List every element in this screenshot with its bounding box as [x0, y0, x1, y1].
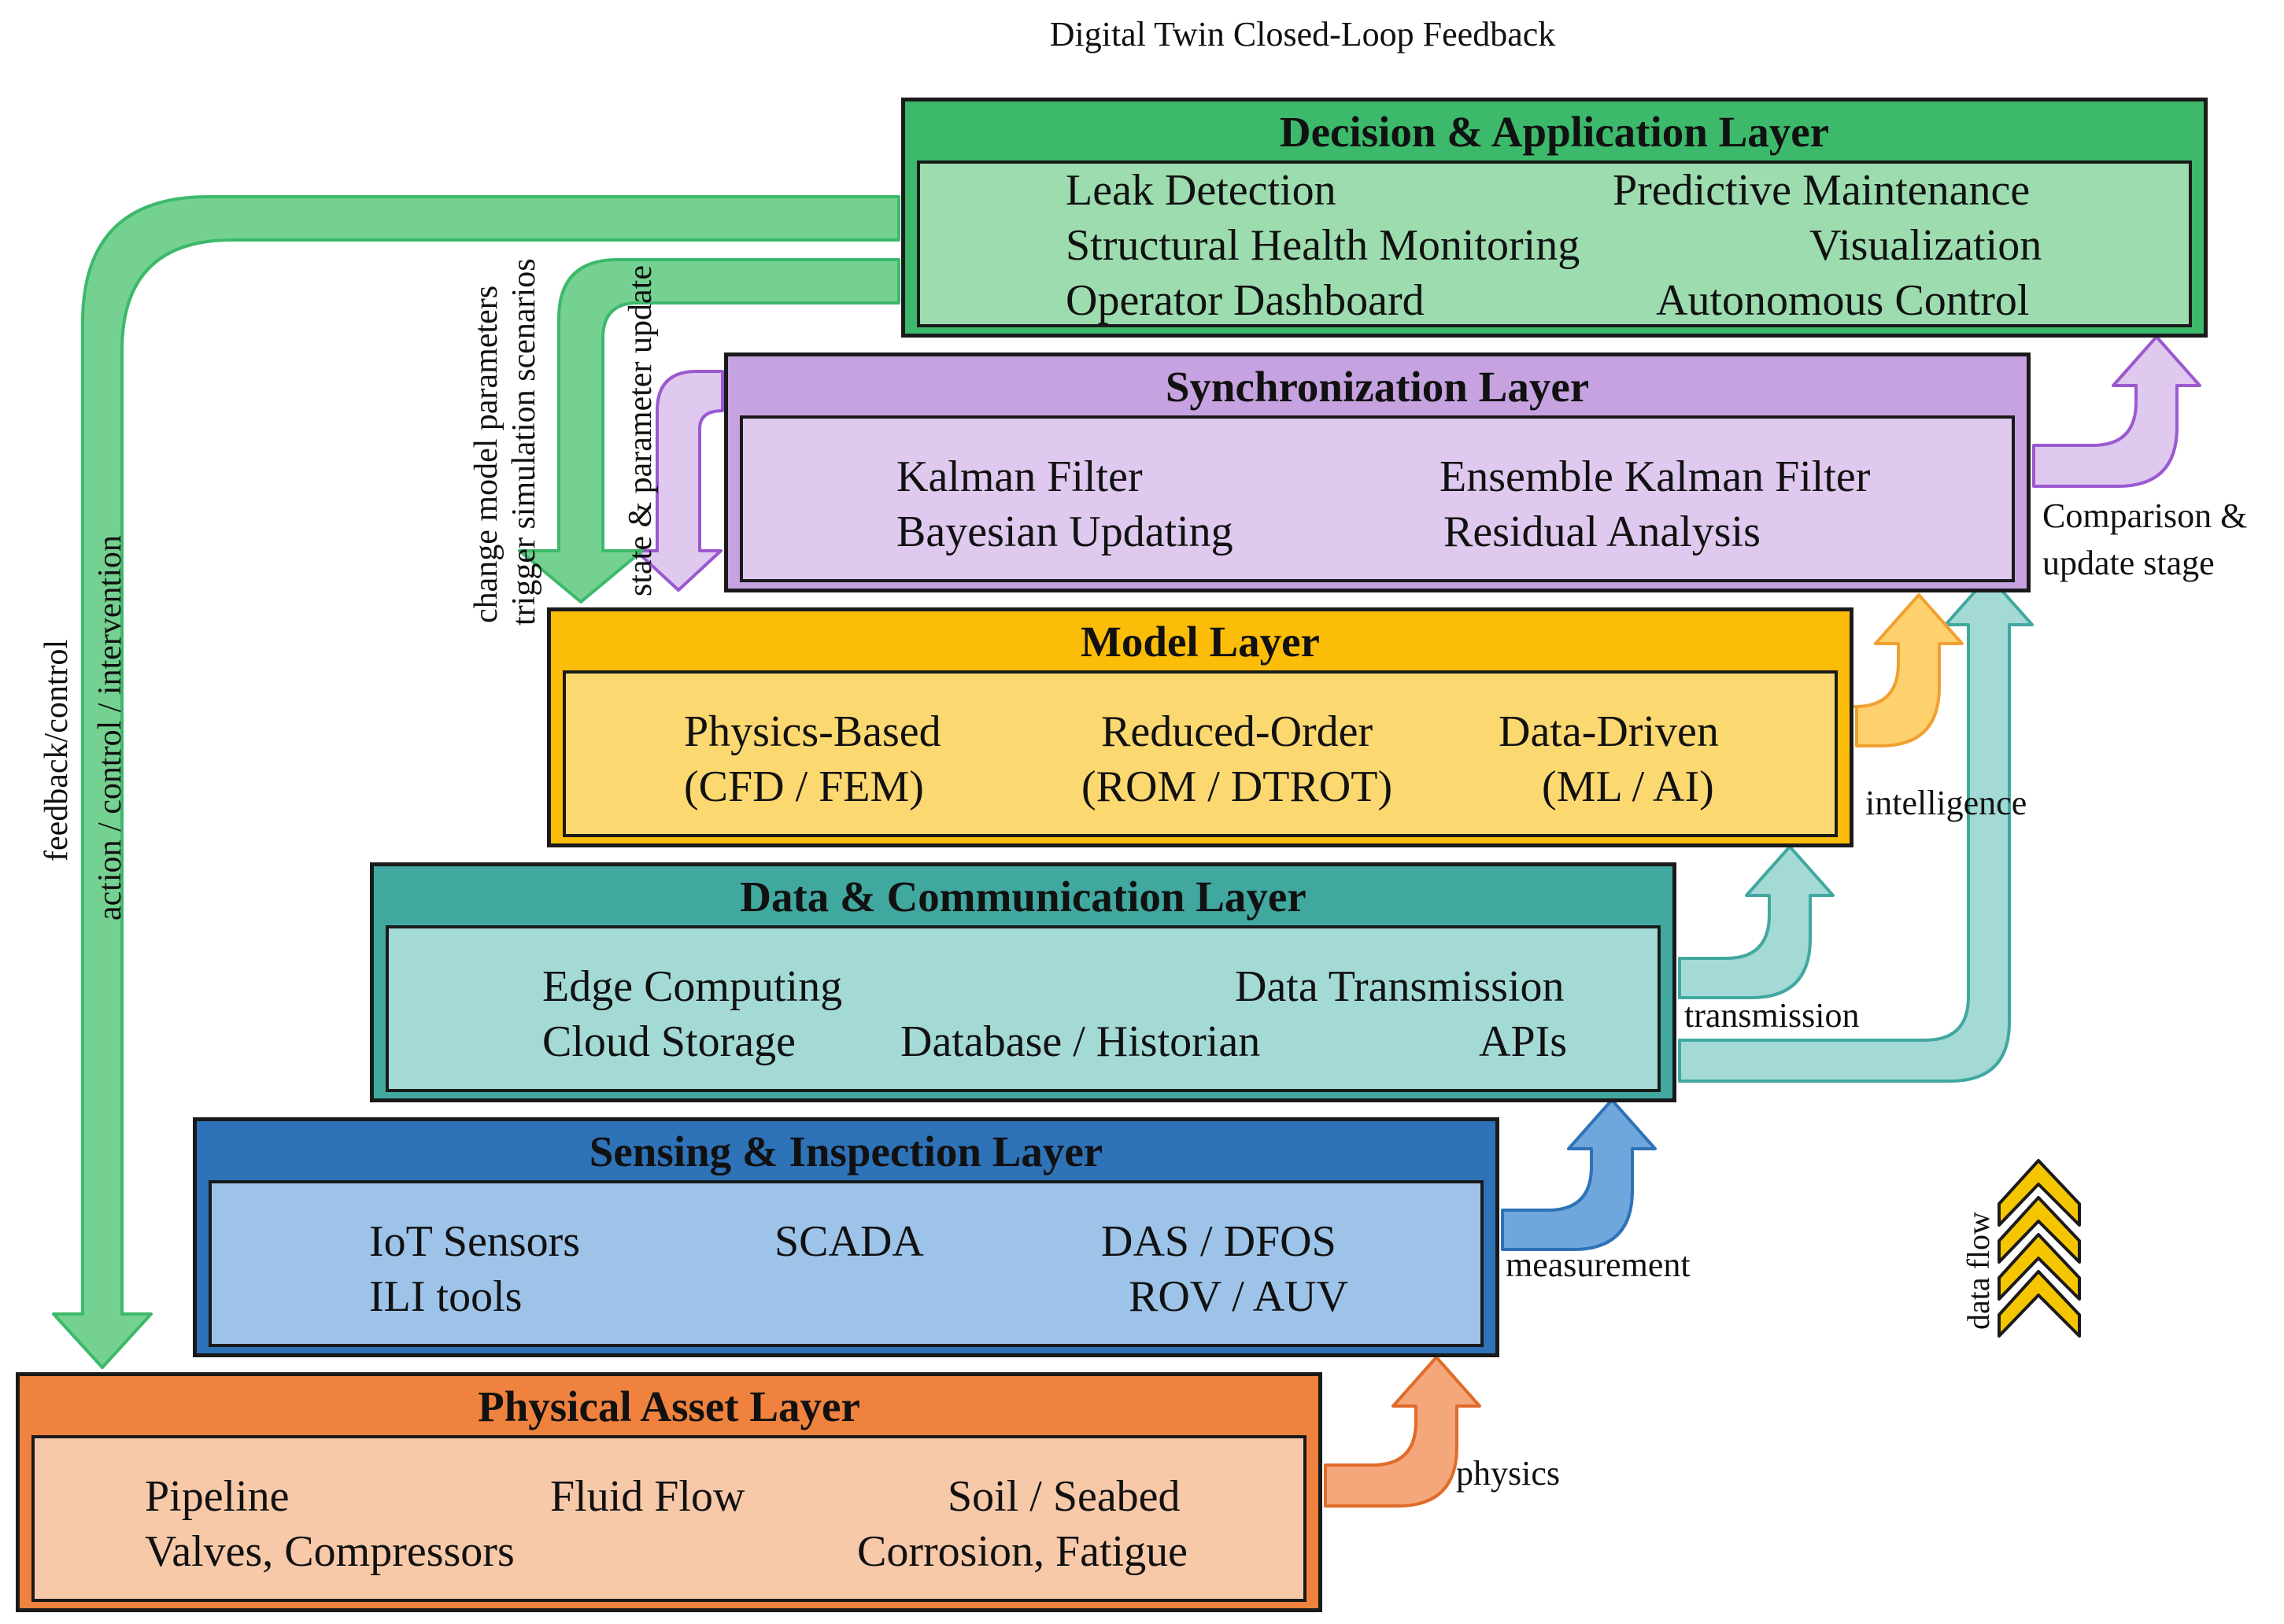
model-layer-body: Physics-Based (CFD / FEM) Reduced-Order … — [563, 670, 1838, 837]
item-reduced-order: Reduced-Order — [1101, 707, 1373, 756]
item-rom-dtrot: (ROM / DTROT) — [1081, 762, 1393, 811]
item-bayesian-updating: Bayesian Updating — [896, 507, 1233, 556]
sensing-inspection-layer-title: Sensing & Inspection Layer — [589, 1128, 1103, 1176]
item-kalman-filter: Kalman Filter — [896, 452, 1143, 501]
item-visualization: Visualization — [1809, 221, 2042, 270]
label-transmission: transmission — [1684, 996, 1860, 1035]
item-cfd-fem: (CFD / FEM) — [684, 762, 924, 811]
item-pipeline: Pipeline — [145, 1472, 290, 1521]
data-flow-chevron — [1998, 1159, 2081, 1227]
item-residual-analysis: Residual Analysis — [1443, 507, 1761, 556]
arrow-measurement — [1501, 1098, 1657, 1251]
label-intelligence: intelligence — [1865, 784, 2027, 822]
item-autonomous-control: Autonomous Control — [1656, 276, 2030, 325]
item-data-transmission: Data Transmission — [1235, 962, 1565, 1011]
item-ensemble-kalman-filter: Ensemble Kalman Filter — [1440, 452, 1871, 501]
item-physics-based: Physics-Based — [684, 707, 941, 756]
arrow-physics — [1324, 1356, 1481, 1508]
data-flow-chevron — [1998, 1270, 2081, 1338]
arrow-feedback-action — [52, 195, 900, 1369]
item-database-historian: Database / Historian — [900, 1017, 1261, 1066]
item-edge-computing: Edge Computing — [542, 962, 843, 1011]
data-communication-layer-title: Data & Communication Layer — [740, 873, 1306, 921]
arrow-comparison — [2032, 335, 2201, 488]
item-ili-tools: ILI tools — [369, 1272, 523, 1321]
diagram-title: Digital Twin Closed-Loop Feedback — [1049, 15, 1556, 54]
label-measurement: measurement — [1506, 1246, 1691, 1284]
item-fluid-flow: Fluid Flow — [550, 1472, 745, 1521]
synchronization-layer-body: Kalman Filter Ensemble Kalman Filter Bay… — [740, 415, 2015, 582]
arrow-change-parameters — [518, 258, 900, 603]
item-valves-compressors: Valves, Compressors — [145, 1527, 515, 1576]
item-scada: SCADA — [774, 1217, 924, 1266]
item-data-driven: Data-Driven — [1499, 707, 1719, 756]
item-leak-detection: Leak Detection — [1066, 166, 1336, 215]
item-das-dfos: DAS / DFOS — [1101, 1217, 1336, 1266]
model-layer-title: Model Layer — [1081, 618, 1320, 666]
decision-layer-title: Decision & Application Layer — [1279, 108, 1830, 156]
arrow-transmission-sync — [1678, 574, 2034, 1083]
data-communication-layer-body: Edge Computing Data Transmission Cloud S… — [386, 925, 1661, 1092]
arrow-transmission-model — [1678, 845, 1835, 999]
label-physics: physics — [1456, 1454, 1560, 1493]
item-iot-sensors: IoT Sensors — [369, 1217, 581, 1266]
decision-layer: Decision & Application Layer Leak Detect… — [901, 98, 2208, 338]
data-flow-chevron — [1998, 1196, 2081, 1264]
physical-asset-layer-body: Pipeline Fluid Flow Soil / Seabed Valves… — [31, 1435, 1306, 1602]
model-layer: Model Layer Physics-Based (CFD / FEM) Re… — [547, 607, 1853, 847]
item-apis: APIs — [1479, 1017, 1568, 1066]
label-data-flow: data flow — [1961, 1212, 1996, 1330]
item-predictive-maintenance: Predictive Maintenance — [1613, 166, 2031, 215]
data-communication-layer: Data & Communication Layer Edge Computin… — [370, 862, 1676, 1102]
item-ml-ai: (ML / AI) — [1542, 762, 1714, 811]
decision-layer-body: Leak Detection Predictive Maintenance St… — [917, 161, 2192, 327]
item-cloud-storage: Cloud Storage — [542, 1017, 796, 1066]
item-structural-health-monitoring: Structural Health Monitoring — [1066, 221, 1580, 270]
label-action-control-intervention: action / control / intervention — [92, 535, 128, 921]
physical-asset-layer: Physical Asset Layer Pipeline Fluid Flow… — [16, 1372, 1322, 1612]
physical-asset-layer-title: Physical Asset Layer — [478, 1382, 860, 1430]
item-operator-dashboard: Operator Dashboard — [1066, 276, 1425, 325]
data-flow-chevron — [1998, 1233, 2081, 1301]
item-soil-seabed: Soil / Seabed — [948, 1472, 1181, 1521]
label-update-stage: update stage — [2042, 544, 2215, 582]
label-state-parameter-update: state & parameter update — [623, 265, 659, 596]
synchronization-layer: Synchronization Layer Kalman Filter Ense… — [724, 352, 2031, 592]
item-corrosion-fatigue: Corrosion, Fatigue — [857, 1527, 1188, 1576]
arrow-intelligence — [1853, 593, 1964, 747]
item-rov-auv: ROV / AUV — [1129, 1272, 1349, 1321]
label-feedback-control: feedback/control — [39, 639, 75, 862]
synchronization-layer-title: Synchronization Layer — [1165, 363, 1590, 411]
label-comparison: Comparison & — [2042, 496, 2248, 535]
sensing-inspection-layer: Sensing & Inspection Layer IoT Sensors S… — [193, 1117, 1499, 1357]
label-trigger-simulation-scenarios: trigger simulation scenarios — [506, 258, 542, 626]
sensing-inspection-layer-body: IoT Sensors SCADA DAS / DFOS ILI tools R… — [209, 1180, 1484, 1347]
label-change-model-parameters: change model parameters — [468, 285, 504, 623]
